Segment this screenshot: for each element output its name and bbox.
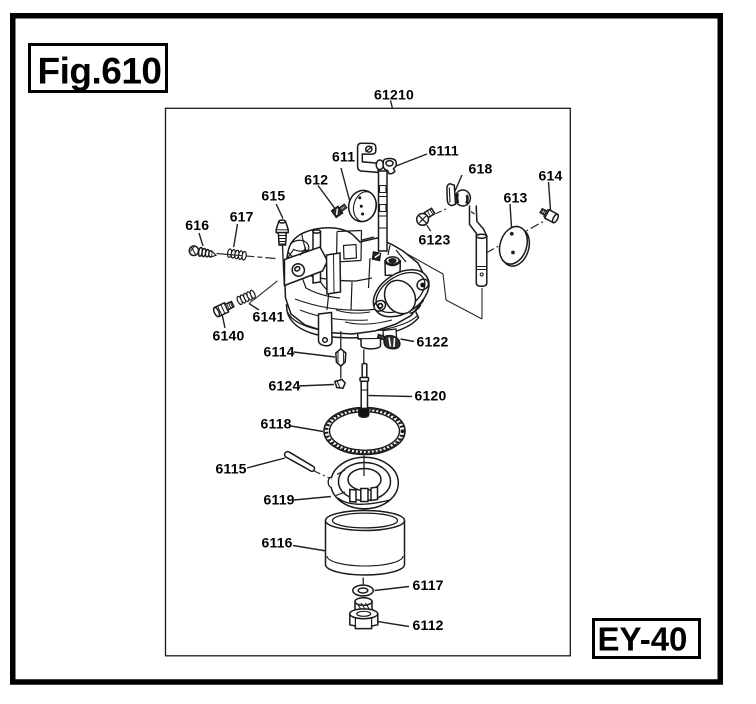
svg-text:618: 618	[469, 161, 493, 177]
svg-text:6141: 6141	[253, 309, 285, 325]
svg-text:EY-40: EY-40	[598, 621, 688, 658]
svg-text:6111: 6111	[429, 143, 459, 159]
svg-text:6116: 6116	[262, 535, 293, 551]
svg-text:614: 614	[539, 168, 563, 184]
svg-text:611: 611	[332, 149, 355, 165]
svg-text:Fig.610: Fig.610	[38, 51, 162, 92]
svg-text:613: 613	[504, 190, 528, 206]
svg-text:6120: 6120	[415, 388, 447, 404]
svg-text:61210: 61210	[374, 86, 414, 102]
svg-text:6123: 6123	[419, 232, 451, 248]
svg-text:6115: 6115	[216, 461, 247, 477]
svg-text:6119: 6119	[264, 492, 295, 508]
svg-text:6117: 6117	[413, 577, 444, 593]
svg-text:6112: 6112	[413, 617, 444, 633]
svg-text:617: 617	[230, 208, 254, 224]
svg-text:612: 612	[304, 172, 328, 188]
svg-text:6140: 6140	[213, 328, 245, 344]
svg-text:6114: 6114	[264, 344, 295, 360]
svg-text:616: 616	[185, 217, 209, 233]
svg-text:6124: 6124	[269, 378, 301, 394]
svg-text:6122: 6122	[417, 334, 449, 350]
svg-text:6118: 6118	[261, 416, 292, 432]
svg-text:615: 615	[261, 188, 285, 204]
